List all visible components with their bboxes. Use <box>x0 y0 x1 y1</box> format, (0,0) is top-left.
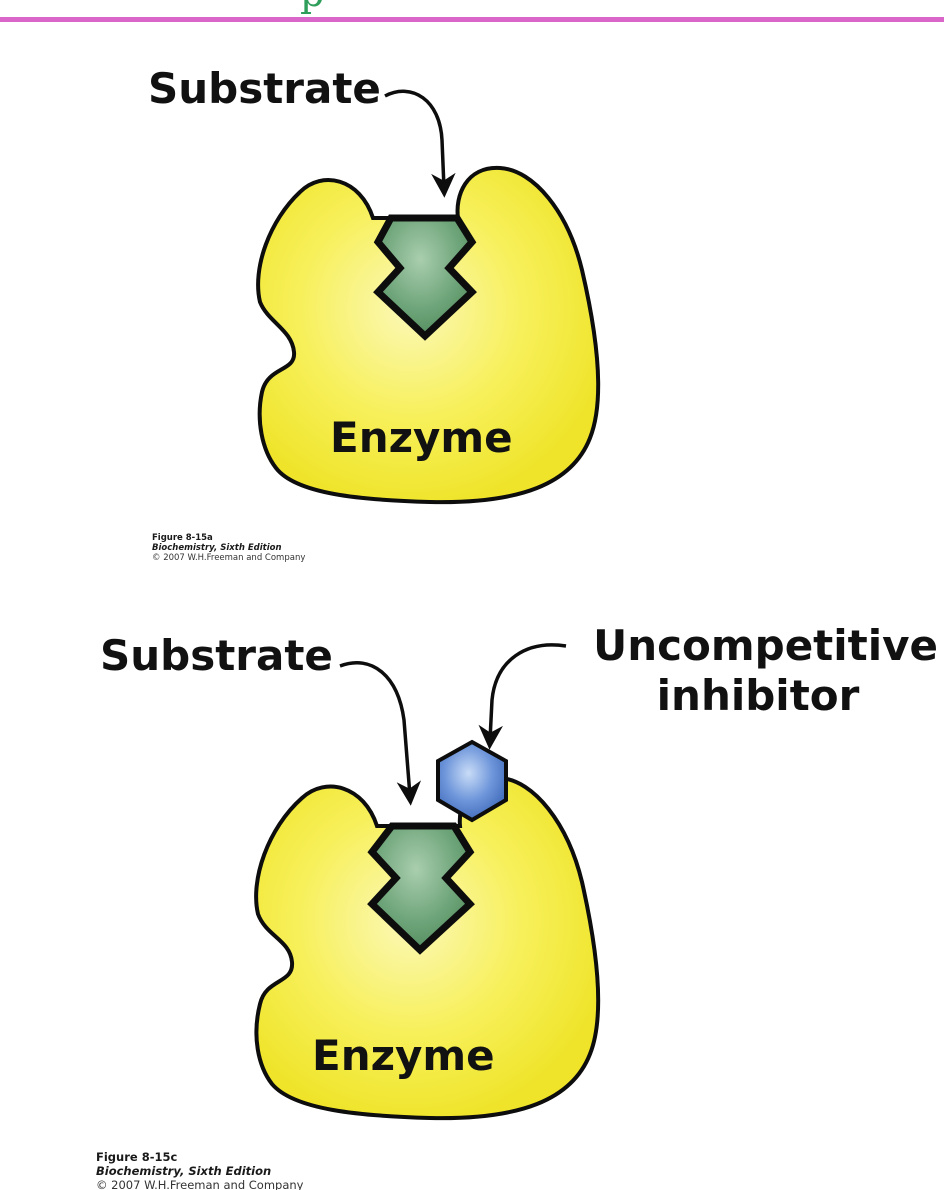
substrate-shape <box>367 822 475 955</box>
panel-a: Substrate Enzyme Figure 8-15a Biochemist… <box>148 64 601 563</box>
figure-caption-book: Biochemistry, Sixth Edition <box>96 1164 271 1178</box>
substrate-label: Substrate <box>100 631 333 680</box>
inhibitor-shape <box>436 739 508 823</box>
substrate-label: Substrate <box>148 64 381 113</box>
figure-caption-copyright: © 2007 W.H.Freeman and Company <box>152 553 305 563</box>
figure-caption-title: Figure 8-15a <box>152 533 213 543</box>
inhibitor-label-line2: inhibitor <box>657 671 860 720</box>
panel-c: Substrate Uncompetitive inhibitor Enzyme… <box>96 621 938 1190</box>
header-glyph: p <box>300 0 324 15</box>
figure-caption-book: Biochemistry, Sixth Edition <box>152 543 282 553</box>
inhibitor-arrow <box>478 643 567 750</box>
substrate-arrow <box>384 89 456 198</box>
substrate-arrow <box>339 661 422 806</box>
figure-caption-copyright: © 2007 W.H.Freeman and Company <box>96 1178 304 1190</box>
substrate-shape <box>373 214 477 341</box>
figure-caption-title: Figure 8-15c <box>96 1150 177 1164</box>
header-divider <box>0 17 944 22</box>
inhibitor-label-line1: Uncompetitive <box>593 621 938 670</box>
enzyme-label: Enzyme <box>330 413 513 462</box>
enzyme-label: Enzyme <box>312 1031 495 1080</box>
